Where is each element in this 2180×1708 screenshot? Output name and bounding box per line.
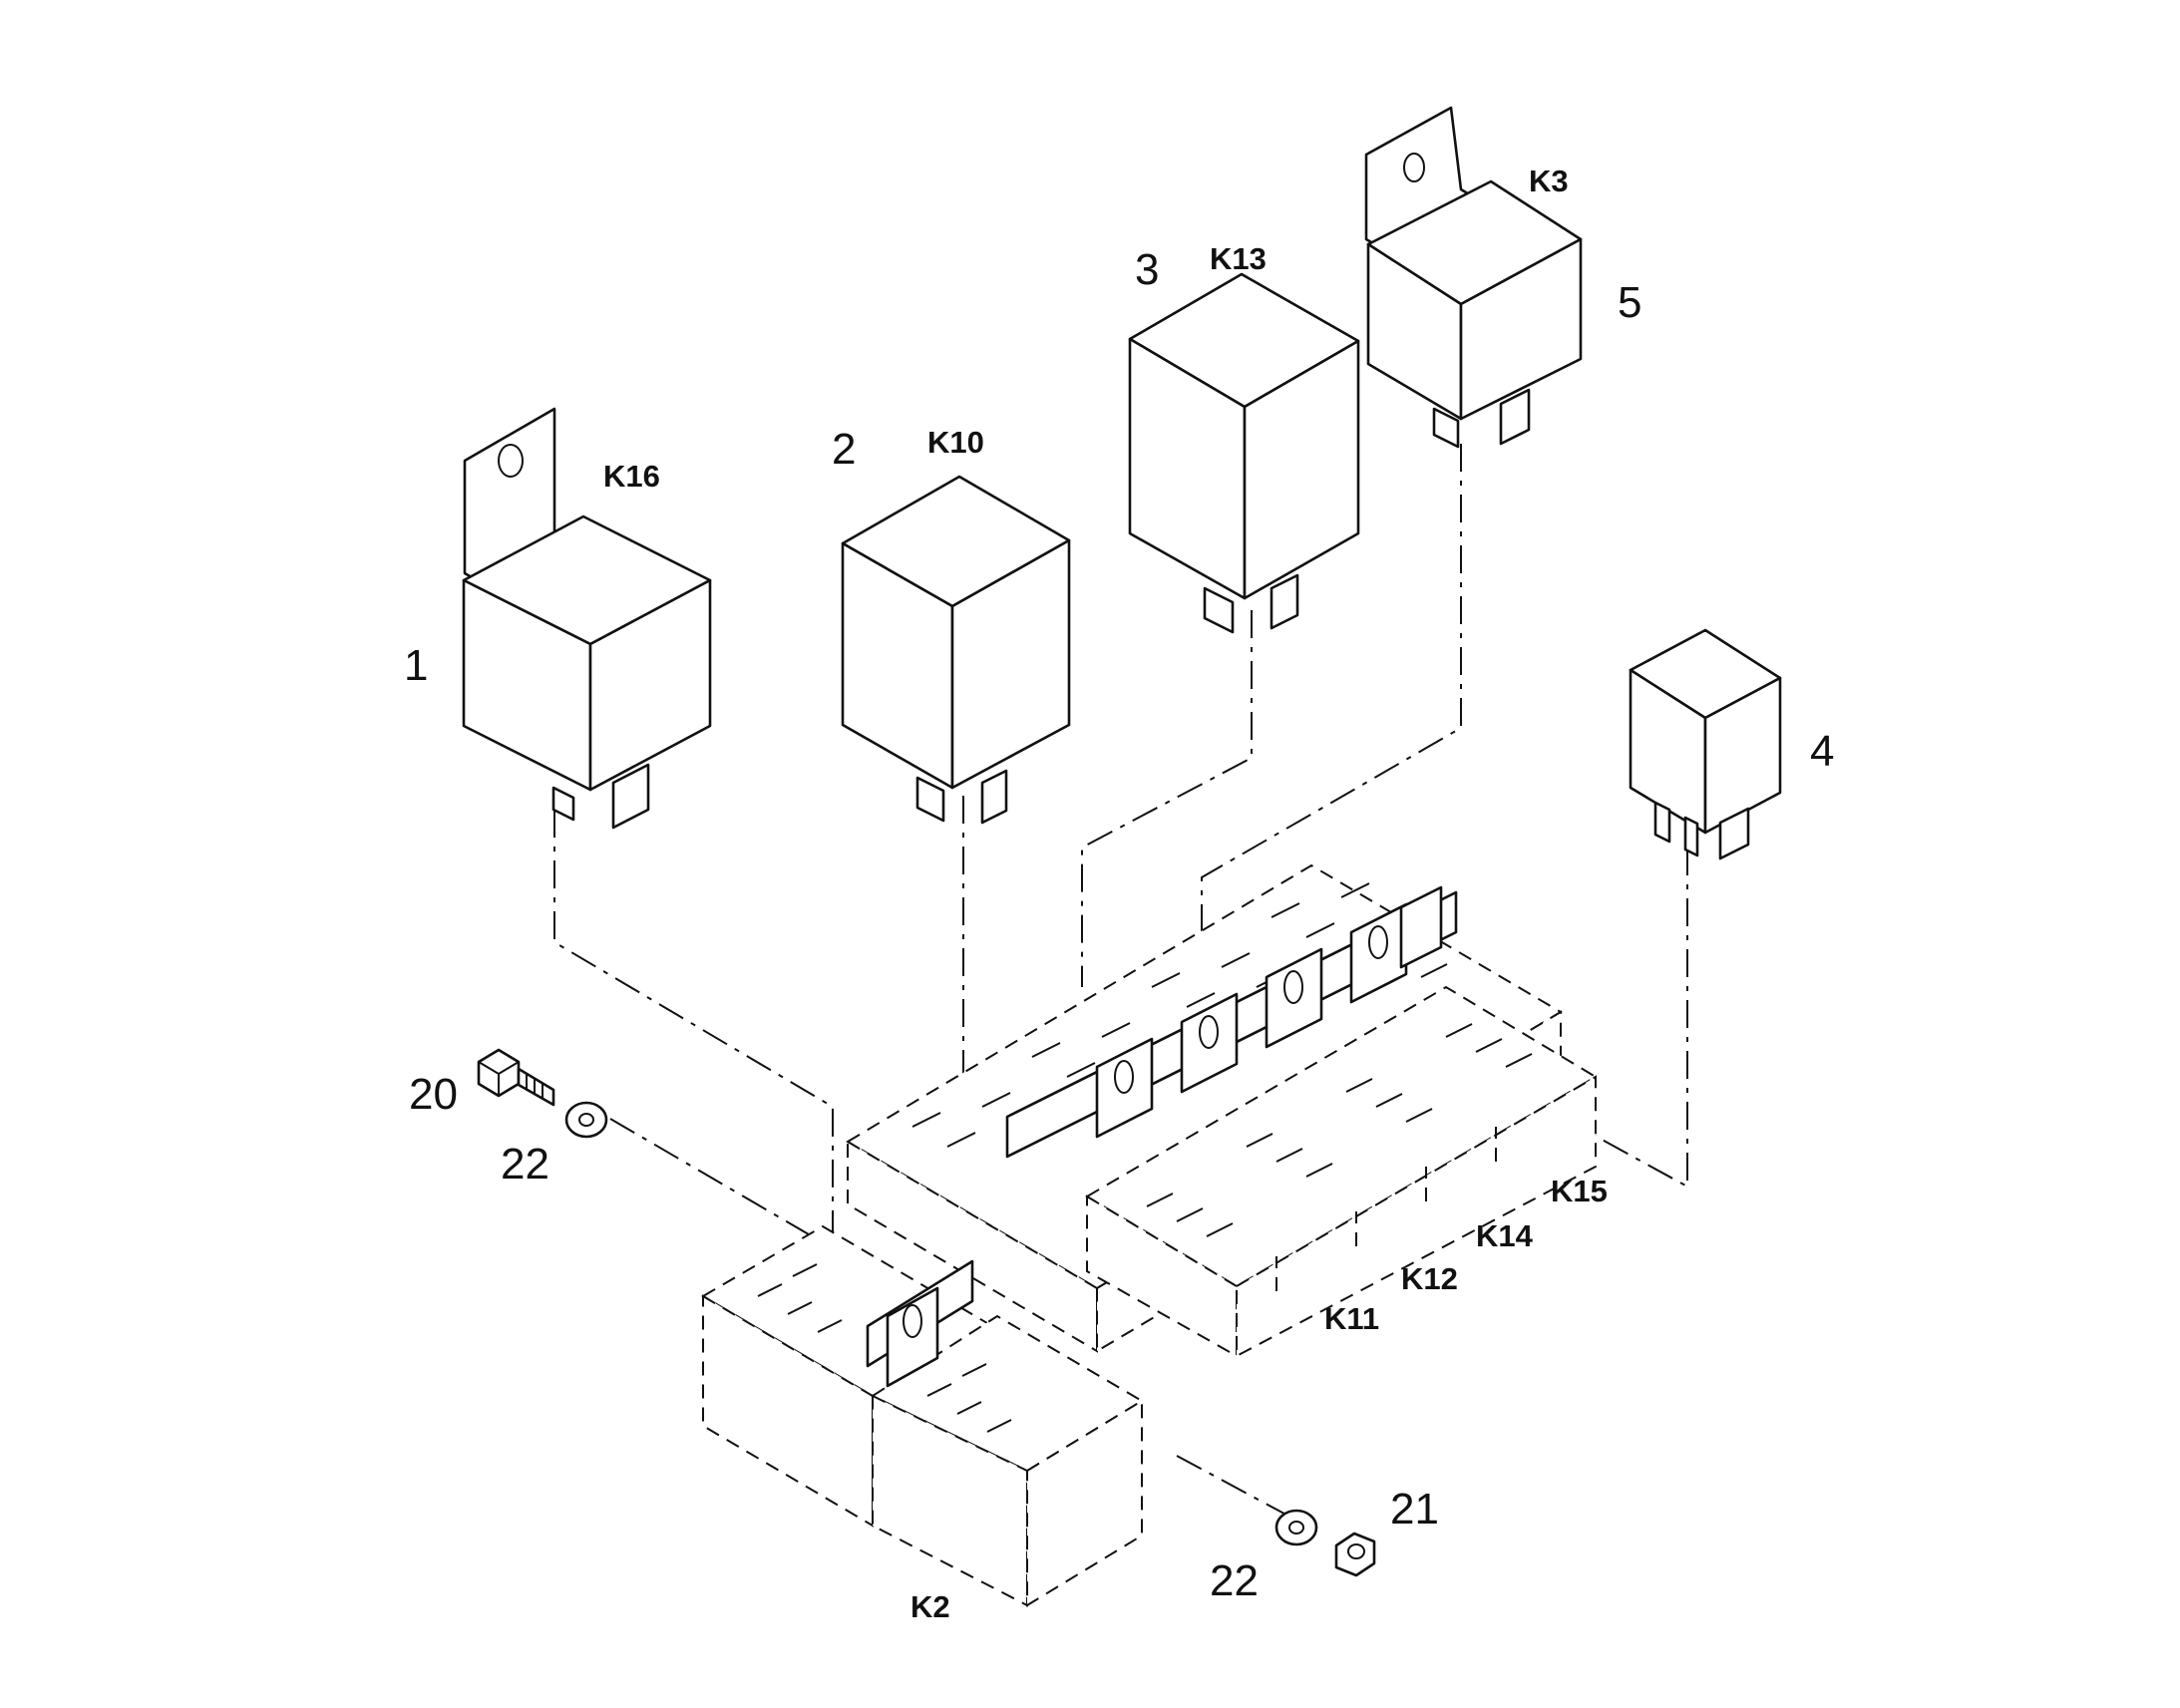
relay-2-pin-a [915, 776, 945, 823]
rear-mounting-bracket [1005, 885, 1458, 1159]
relay-5-bracket-hole [1403, 153, 1425, 182]
leader-relay-3 [1081, 610, 1253, 987]
relay-2-k10 [841, 475, 1071, 825]
code-k3: K3 [1529, 164, 1569, 198]
callout-20: 20 [409, 1070, 458, 1119]
code-k15: K15 [1551, 1174, 1608, 1208]
front-socket-block [1085, 985, 1598, 1358]
k2-socket-block [701, 1224, 1144, 1607]
relay-3-pin-a [1203, 586, 1235, 634]
code-k14: K14 [1476, 1218, 1534, 1253]
code-k11: K11 [1324, 1301, 1379, 1336]
callout-22-left: 22 [501, 1140, 549, 1189]
relay-codes: K16 K10 K13 K3 K2 K11 K12 K14 K15 [603, 164, 1608, 1624]
code-k12: K12 [1401, 1261, 1458, 1296]
washer-22-right [1274, 1509, 1318, 1546]
relay-3-k13 [1128, 272, 1360, 634]
nut-21 [1334, 1532, 1376, 1577]
relay-2-pin-b [980, 769, 1008, 825]
k2-front-side [1026, 1399, 1143, 1607]
relay-2-side [950, 538, 1071, 790]
k2-slots [757, 1263, 1012, 1433]
callout-5: 5 [1618, 278, 1641, 327]
code-k2: K2 [910, 1589, 950, 1624]
callout-4: 4 [1810, 727, 1834, 776]
code-k16: K16 [603, 459, 660, 494]
relay-3-side [1243, 339, 1360, 600]
relay-5-pin-a [1432, 407, 1460, 449]
bolt-20 [477, 1048, 555, 1107]
leader-relay-1 [553, 810, 834, 1246]
relay-5-pin-b [1499, 388, 1531, 446]
code-k10: K10 [927, 425, 984, 460]
front-block-side [1236, 1075, 1597, 1358]
relay-1-bracket-hole [498, 444, 524, 478]
relay-4 [1629, 628, 1782, 860]
relay-1-pin-a [551, 786, 575, 822]
relay-4-side [1703, 676, 1782, 835]
front-block-slots [1146, 1023, 1533, 1237]
callout-numbers: 1 2 3 5 4 20 22 21 22 [404, 245, 1834, 1605]
callout-2: 2 [832, 425, 856, 474]
callout-22-right: 22 [1210, 1556, 1259, 1605]
relay-4-pin-a [1653, 801, 1671, 844]
callout-3: 3 [1135, 245, 1159, 294]
relay-3-pin-b [1270, 573, 1299, 630]
front-block-front [1086, 1195, 1238, 1358]
callout-1: 1 [404, 641, 428, 690]
relay-4-pin-b [1683, 816, 1699, 857]
relay-1-k16 [462, 407, 712, 830]
relay-1-pin-b [611, 763, 650, 830]
relay-5-side [1459, 237, 1583, 421]
washer-22-left [564, 1101, 608, 1139]
relay-1-side [588, 578, 712, 792]
callout-21: 21 [1390, 1485, 1439, 1534]
code-k13: K13 [1210, 241, 1267, 276]
relay-4-pin-c [1718, 807, 1750, 860]
k2-mounting-bracket [866, 1259, 974, 1388]
leader-relay-5 [1201, 444, 1462, 967]
relay-5-k3 [1364, 106, 1583, 449]
